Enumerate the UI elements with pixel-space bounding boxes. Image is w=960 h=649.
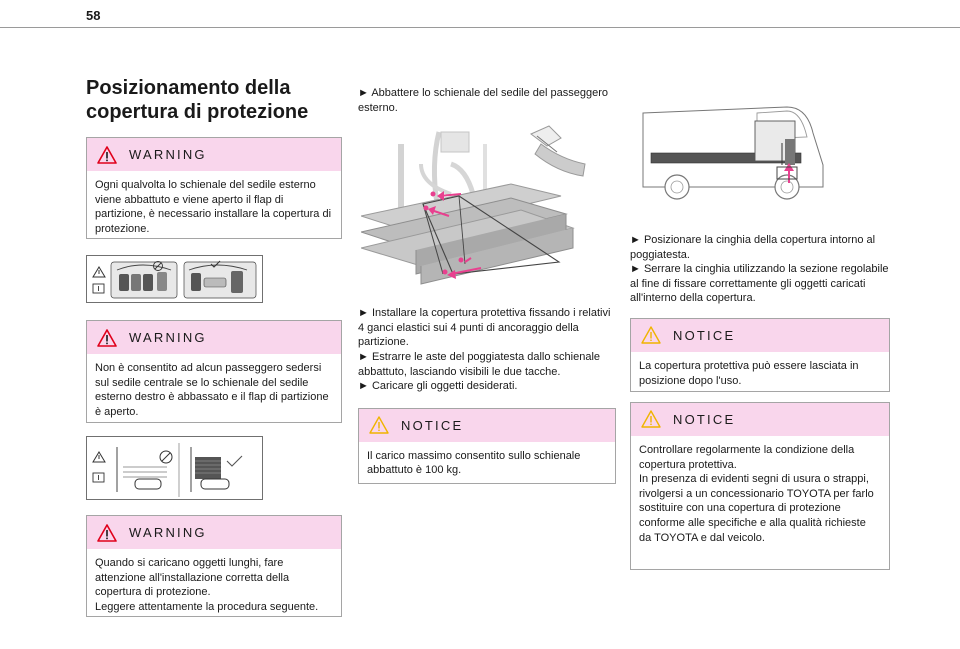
- notice-triangle-icon: [369, 416, 389, 434]
- notice-text: La copertura protettiva può essere lasci…: [639, 359, 859, 387]
- section-title: Posizionamento della copertura di protez…: [86, 77, 309, 123]
- notice-triangle-icon: [641, 326, 661, 345]
- warning-triangle-icon: [97, 523, 117, 542]
- notice-triangle-icon: [641, 410, 661, 429]
- warning-header: WARNING: [87, 321, 341, 354]
- column-3: ► Posizionare la cinghia della copertura…: [630, 86, 890, 570]
- notice-line: Controllare regolarmente la condizione d…: [639, 443, 855, 471]
- notice-keyword: NOTICE: [401, 417, 464, 433]
- steps-list: ► Installare la copertura protettiva fis…: [358, 306, 616, 394]
- notice-header: NOTICE: [631, 318, 889, 352]
- notice-text: Controllare regolarmente la condizione d…: [631, 436, 889, 554]
- van-side-view-diagram: [642, 106, 824, 200]
- notice-box-3: NOTICE Controllare regolarmente la condi…: [630, 401, 890, 570]
- warning-box-2: WARNING Non è consentito ad alcun passeg…: [86, 320, 342, 423]
- warning-line: Leggere attentamente la procedura seguen…: [95, 600, 319, 613]
- step-position-strap: ► Posizionare la cinghia della copertura…: [630, 234, 876, 261]
- warning-triangle-icon: [97, 145, 117, 164]
- notice-text: Il carico massimo consentito sullo schie…: [367, 449, 581, 477]
- warning-text: Non è consentito ad alcun passeggero sed…: [95, 362, 329, 418]
- cover-installation-diagram: [359, 125, 586, 285]
- warning-header: WARNING: [87, 516, 341, 549]
- step-load-objects: ► Caricare gli oggetti desiderati.: [358, 380, 518, 393]
- warning-line: Quando si caricano oggetti lunghi, fare …: [95, 557, 290, 599]
- warning-box-1: WARNING Ogni qualvolta lo schienale del …: [86, 137, 342, 239]
- column-2: ► Abbattere lo schienale del sedile del …: [358, 86, 616, 484]
- cover-installation-illustration: [359, 124, 597, 294]
- warning-header: WARNING: [87, 138, 341, 171]
- notice-header: NOTICE: [631, 402, 889, 436]
- warning-box-3: WARNING Quando si caricano oggetti lungh…: [86, 515, 342, 617]
- notice-line: In presenza di evidenti segni di usura o…: [639, 473, 874, 544]
- warning-keyword: WARNING: [129, 147, 207, 162]
- van-illustration: [637, 103, 827, 207]
- warning-keyword: WARNING: [129, 330, 207, 345]
- headrest-position-diagram: [92, 443, 243, 497]
- warning-text: Quando si caricano oggetti lunghi, fare …: [87, 549, 341, 623]
- notice-keyword: NOTICE: [673, 411, 736, 427]
- notice-keyword: NOTICE: [673, 327, 736, 343]
- seat-illustration-1: [86, 255, 263, 303]
- header-rule: [0, 27, 960, 28]
- warning-keyword: WARNING: [129, 525, 207, 540]
- notice-header: NOTICE: [359, 408, 615, 442]
- step-tighten-strap: ► Serrare la cinghia utilizzando la sezi…: [630, 263, 889, 305]
- notice-box-1: NOTICE Il carico massimo consentito sull…: [358, 407, 616, 484]
- warning-text: Ogni qualvolta lo schienale del sedile e…: [95, 179, 332, 235]
- steps-list: ► Posizionare la cinghia della copertura…: [630, 233, 890, 306]
- notice-box-2: NOTICE La copertura protettiva può esser…: [630, 317, 890, 392]
- step-extract-headrest: ► Estrarre le aste del poggiatesta dallo…: [358, 350, 601, 378]
- page-number: 58: [86, 8, 101, 23]
- seat-flap-open-diagram: [92, 260, 257, 299]
- column-1: Posizionamento della copertura di protez…: [86, 76, 342, 617]
- step-fold-seat: ► Abbattere lo schienale del sedile del …: [358, 87, 608, 114]
- warning-triangle-icon: [97, 328, 117, 347]
- seat-illustration-2: [86, 436, 263, 500]
- step-install-cover: ► Installare la copertura protettiva fis…: [358, 307, 611, 349]
